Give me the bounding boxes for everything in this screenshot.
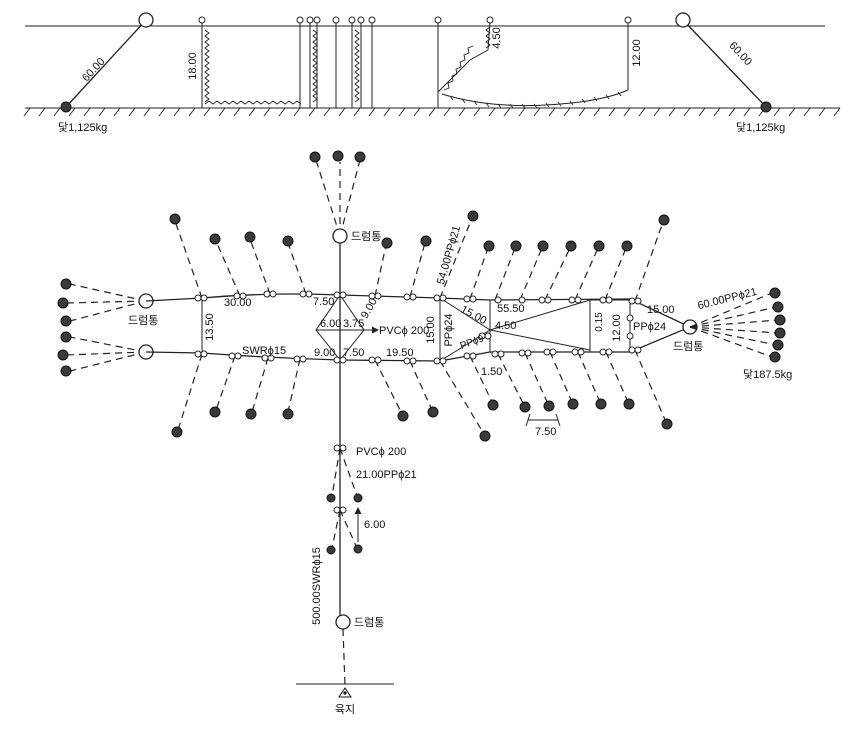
lower-side-anchors	[171, 349, 673, 442]
side-right-rope-label: 60.00	[726, 40, 754, 68]
side-right-mooring-rope	[682, 19, 767, 108]
anchor-spacing-dimension	[525, 413, 561, 427]
side-bag-label: 12.00	[631, 39, 643, 67]
wing-750b-label: 7.50	[343, 347, 364, 359]
top-drum-icon	[332, 228, 348, 244]
side-left-drum-icon	[138, 12, 154, 28]
leader-600-label: 6.00	[364, 519, 385, 531]
bag-anchor-label: 닻187.5kg	[743, 368, 792, 381]
pp24-label: PPϕ24	[443, 313, 455, 346]
right-drum-label: 드럼통	[673, 340, 703, 353]
side-left-rope-label: 60.00	[80, 56, 108, 84]
side-left-mooring-rope	[65, 19, 147, 108]
upper-side-anchors	[169, 210, 670, 302]
land-label: 육지	[335, 703, 355, 716]
wing-900b-label: 9.00	[314, 347, 335, 359]
bag-rope-label: 60.00PPϕ21	[696, 286, 758, 312]
side-right-anchor-label: 닻1,125kg	[736, 121, 785, 134]
wing-600-label: 6.00	[320, 318, 341, 330]
funnel-150-label: 1.50	[481, 366, 502, 378]
bag-1500-label: 15.00	[647, 304, 675, 316]
wing-1950-label: 19.50	[386, 347, 414, 359]
main-rope-label: 54.00PPϕ21	[435, 224, 463, 286]
wing-750-label: 7.50	[313, 296, 334, 308]
pvc-200-label: PVCϕ 200	[379, 325, 429, 337]
upper-wing-rope	[145, 293, 441, 302]
side-view: 60.00 60.00 닻1,125kg 닻1,125kg	[23, 12, 841, 134]
funnel-015-label: 0.15	[594, 312, 605, 332]
side-net-walls	[201, 21, 629, 109]
shore-rope-label: 500.00SWRϕ15	[311, 547, 323, 625]
sea-bottom-hatch	[23, 107, 841, 117]
left-end-anchors	[57, 278, 147, 377]
top-anchor-icon	[332, 150, 344, 162]
wing-375-label: 3.75	[343, 318, 364, 330]
wing-length-30-label: 30.00	[224, 297, 252, 309]
wing-1350-label: 13.50	[204, 313, 216, 341]
bottom-drum-label: 드럼통	[354, 616, 384, 629]
right-end-anchors	[689, 287, 786, 363]
side-right-drum-icon	[675, 12, 691, 28]
pp9-label: PPϕ9	[459, 333, 486, 352]
side-funnel-label: 4.50	[491, 27, 503, 48]
side-floats	[198, 16, 632, 24]
funnel-1200-label: 12.00	[611, 314, 623, 342]
funnel-5550-label: 55.50	[497, 303, 525, 315]
wing-1500-label: 15.00	[425, 316, 437, 344]
funnel-1500-label: 15.00	[458, 304, 488, 328]
pp24b-label: PPϕ24	[633, 321, 666, 333]
side-right-anchor-icon	[760, 101, 772, 113]
bottom-drum-icon	[335, 614, 351, 630]
plan-floats	[194, 290, 642, 365]
left-drum-label: 드럼통	[128, 314, 158, 327]
pvc-200-lower-label: PVCϕ 200	[356, 446, 406, 458]
funnel-450-label: 4.50	[495, 320, 516, 332]
top-drum-label: 드럼통	[351, 230, 381, 243]
side-left-anchor-label: 닻1,125kg	[58, 121, 107, 134]
side-left-anchor-icon	[60, 101, 72, 113]
swr15-label: SWRϕ15	[242, 345, 286, 357]
side-depth-label: 18.00	[187, 52, 199, 80]
leader-section	[326, 444, 363, 555]
plan-view: 드럼통 54.00PPϕ21 드럼통	[57, 150, 792, 716]
leader-rope-label: 21.00PPϕ21	[356, 469, 417, 481]
top-anchor-icon	[354, 151, 366, 163]
anchor-spacing-label: 7.50	[535, 426, 556, 438]
top-anchor-icon	[309, 151, 321, 163]
